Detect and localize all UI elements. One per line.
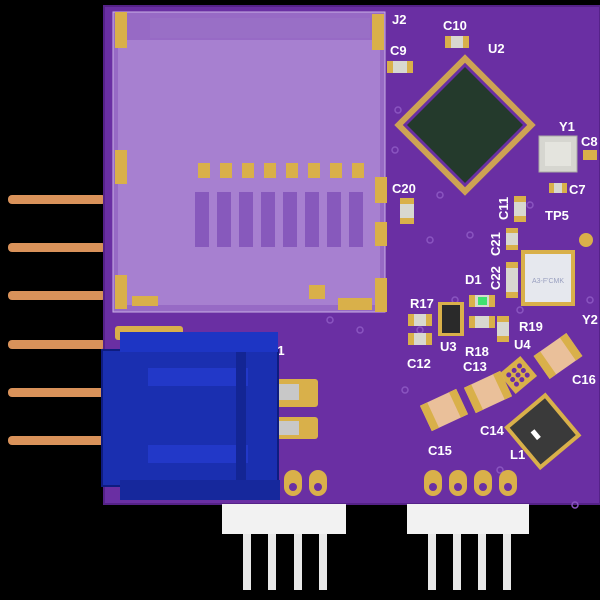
c9-label: C9 xyxy=(390,43,407,58)
capacitor-c8 xyxy=(583,150,597,160)
bottom-header-left xyxy=(222,504,346,590)
c8-label: C8 xyxy=(581,134,598,149)
capacitor-c20 xyxy=(400,198,414,224)
capacitor-c10 xyxy=(445,36,469,48)
ic-u4 xyxy=(498,356,538,394)
c12-label: C12 xyxy=(407,356,431,371)
capacitor-c15 xyxy=(419,388,469,432)
bottom-header-right xyxy=(407,504,529,590)
left-header-pins xyxy=(8,195,106,445)
c21-label: C21 xyxy=(488,232,503,256)
vias xyxy=(326,106,594,509)
c13-label: C13 xyxy=(463,359,487,374)
l1-label: L1 xyxy=(510,447,525,462)
u4-label: U4 xyxy=(514,337,531,352)
crystal-y1 xyxy=(538,135,578,173)
j2-label: J2 xyxy=(392,12,406,27)
capacitor-c11 xyxy=(514,196,526,222)
test-point-tp5 xyxy=(579,233,593,247)
capacitor-c13 xyxy=(463,370,513,414)
resistor-r19 xyxy=(497,316,509,342)
capacitor-c21 xyxy=(506,228,518,250)
y1-label: Y1 xyxy=(559,119,575,134)
led-d1 xyxy=(469,295,495,307)
resistor-r18 xyxy=(469,316,495,328)
u3-label: U3 xyxy=(440,339,457,354)
c16-label: C16 xyxy=(572,372,596,387)
jst-connector-blue xyxy=(101,332,280,500)
r18-label: R18 xyxy=(465,344,489,359)
c22-label: C22 xyxy=(488,266,503,290)
y2-label: Y2 xyxy=(582,312,598,327)
r17-label: R17 xyxy=(410,296,434,311)
d1-label: D1 xyxy=(465,272,482,287)
capacitor-c9 xyxy=(387,61,413,73)
inductor-l1 xyxy=(504,392,582,471)
y2-marking: A3-F'CMK xyxy=(532,278,564,285)
c15-label: C15 xyxy=(428,443,452,458)
c10-label: C10 xyxy=(443,18,467,33)
capacitor-c12 xyxy=(408,333,432,345)
capacitor-c22 xyxy=(506,262,518,298)
c14-label: C14 xyxy=(480,423,505,438)
u2-label: U2 xyxy=(488,41,505,56)
sd-card-slot-j2 xyxy=(112,11,387,313)
ic-u2 xyxy=(394,54,536,196)
oscillator-y2: A3-F'CMK xyxy=(521,250,575,306)
c11-label: C11 xyxy=(496,197,511,220)
ic-u3 xyxy=(438,302,464,336)
r19-label: R19 xyxy=(519,319,543,334)
capacitor-c7 xyxy=(549,183,567,193)
resistor-r17 xyxy=(408,314,432,326)
capacitor-c16 xyxy=(533,333,583,379)
c20-label: C20 xyxy=(392,181,416,196)
c7-label: C7 xyxy=(569,182,586,197)
tp5-label: TP5 xyxy=(545,208,569,223)
